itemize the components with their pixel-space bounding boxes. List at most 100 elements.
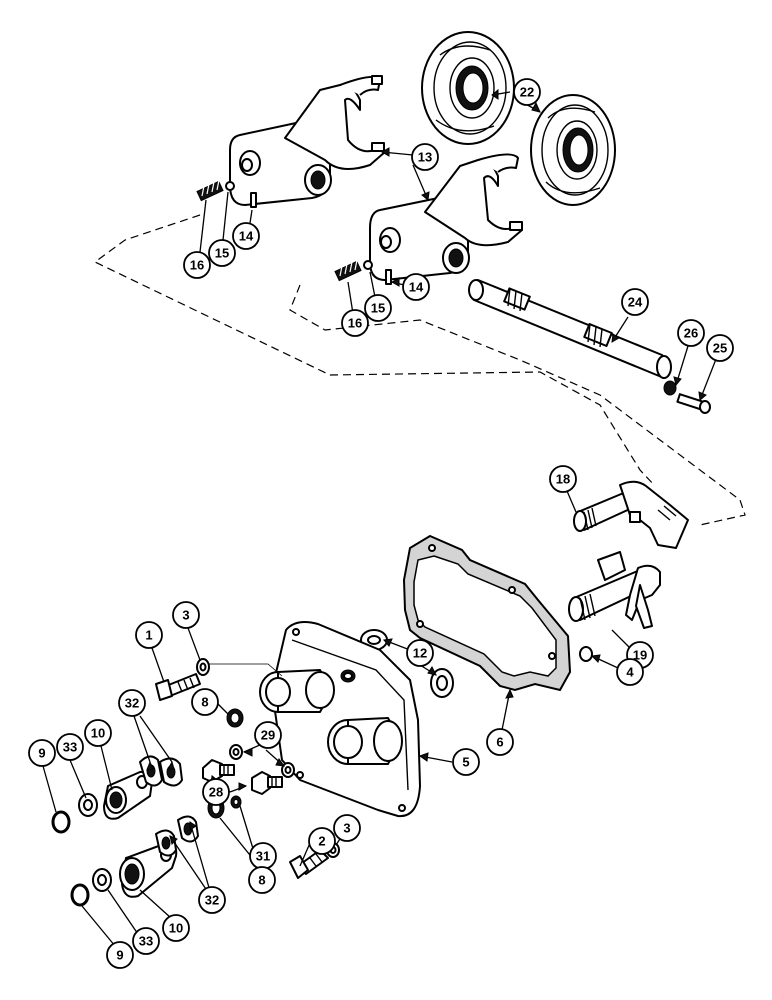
callout-16: 16 xyxy=(341,309,369,337)
callout-15: 15 xyxy=(364,294,392,322)
detent-spring-upper xyxy=(196,179,224,202)
svg-text:25: 25 xyxy=(713,341,727,356)
svg-text:9: 9 xyxy=(116,948,123,963)
svg-text:15: 15 xyxy=(371,301,385,316)
leader-arrowheads xyxy=(146,88,707,845)
svg-text:12: 12 xyxy=(413,646,427,661)
svg-text:10: 10 xyxy=(169,921,183,936)
svg-text:2: 2 xyxy=(318,834,325,849)
synchronizer-upper xyxy=(421,31,515,145)
thrust-washer-lower xyxy=(92,868,112,892)
seal-upper xyxy=(226,708,244,728)
shifter-shaft-upper xyxy=(573,480,689,549)
svg-text:6: 6 xyxy=(496,735,503,750)
callout-8: 8 xyxy=(191,688,219,716)
roll-pin-upper xyxy=(250,192,257,208)
callout-10: 10 xyxy=(162,914,190,942)
spacer-upper-b xyxy=(159,757,183,787)
callout-25: 25 xyxy=(706,334,734,362)
shift-rail xyxy=(468,279,672,379)
svg-text:29: 29 xyxy=(261,728,275,743)
callout-12: 12 xyxy=(406,639,434,667)
washer-29-lower xyxy=(281,762,295,778)
assembly-path-dashed xyxy=(93,214,746,526)
callout-8: 8 xyxy=(248,866,276,894)
gasket xyxy=(402,534,572,692)
callout-18: 18 xyxy=(549,465,577,493)
svg-text:28: 28 xyxy=(209,785,223,800)
callout-24: 24 xyxy=(621,288,649,316)
callout-9: 9 xyxy=(28,739,56,767)
svg-text:31: 31 xyxy=(256,849,270,864)
callout-29: 29 xyxy=(254,721,282,749)
shift-fork-upper xyxy=(229,75,386,206)
svg-text:8: 8 xyxy=(258,873,265,888)
callout-1: 1 xyxy=(135,621,163,649)
fitting-upper xyxy=(202,759,235,783)
svg-text:8: 8 xyxy=(201,695,208,710)
svg-text:32: 32 xyxy=(205,893,219,908)
svg-text:16: 16 xyxy=(348,316,362,331)
callout-5: 5 xyxy=(452,748,480,776)
svg-text:1: 1 xyxy=(145,628,152,643)
detent-spring-lower xyxy=(334,259,362,282)
shifter-cover xyxy=(259,621,421,818)
callout-22: 22 xyxy=(513,78,541,106)
plug xyxy=(579,646,593,662)
svg-text:4: 4 xyxy=(626,665,634,680)
roll-pin-lower xyxy=(385,269,392,285)
thrust-washer-upper xyxy=(78,793,98,817)
callout-10: 10 xyxy=(84,719,112,747)
callout-26: 26 xyxy=(677,319,705,347)
detent-ball-upper xyxy=(225,181,235,191)
callout-6: 6 xyxy=(486,728,514,756)
callout-33: 33 xyxy=(132,927,160,955)
svg-text:5: 5 xyxy=(462,755,469,770)
svg-text:16: 16 xyxy=(190,258,204,273)
snap-ring-lower xyxy=(70,883,90,907)
callout-9: 9 xyxy=(106,941,134,969)
callout-13: 13 xyxy=(411,143,439,171)
callout-32: 32 xyxy=(198,886,226,914)
svg-text:18: 18 xyxy=(556,472,570,487)
washer-29-upper xyxy=(229,744,243,760)
svg-text:24: 24 xyxy=(628,295,643,310)
callout-16: 16 xyxy=(183,251,211,279)
callout-15: 15 xyxy=(208,239,236,267)
callout-28: 28 xyxy=(202,778,230,806)
svg-text:14: 14 xyxy=(239,229,254,244)
svg-text:33: 33 xyxy=(63,740,77,755)
bolt-lower xyxy=(289,849,329,879)
svg-text:9: 9 xyxy=(38,746,45,761)
svg-text:15: 15 xyxy=(215,246,229,261)
set-screw-bolt xyxy=(676,393,711,414)
synchronizer-lower xyxy=(530,94,616,206)
detent-ball-lower xyxy=(363,260,373,270)
fitting-lower xyxy=(251,771,283,795)
snap-ring-upper xyxy=(51,810,71,834)
svg-text:19: 19 xyxy=(633,648,647,663)
callout-32: 32 xyxy=(118,689,146,717)
set-screw-nut xyxy=(663,380,677,396)
washer-lower xyxy=(430,668,454,698)
callout-3: 3 xyxy=(333,814,361,842)
alignment-line xyxy=(204,663,283,677)
svg-text:10: 10 xyxy=(91,726,105,741)
callout-33: 33 xyxy=(56,733,84,761)
callout-31: 31 xyxy=(249,842,277,870)
callout-14: 14 xyxy=(402,273,430,301)
callout-2: 2 xyxy=(308,827,336,855)
callout-3: 3 xyxy=(172,601,200,629)
svg-text:14: 14 xyxy=(409,280,424,295)
callout-4: 4 xyxy=(616,658,644,686)
svg-text:33: 33 xyxy=(139,934,153,949)
lock-washer-upper xyxy=(196,658,210,676)
shift-fork-lower xyxy=(369,153,523,281)
svg-text:22: 22 xyxy=(520,85,534,100)
svg-text:13: 13 xyxy=(418,150,432,165)
svg-text:3: 3 xyxy=(182,608,189,623)
shift-lever-upper xyxy=(103,770,153,820)
svg-text:3: 3 xyxy=(343,821,350,836)
svg-text:32: 32 xyxy=(125,696,139,711)
